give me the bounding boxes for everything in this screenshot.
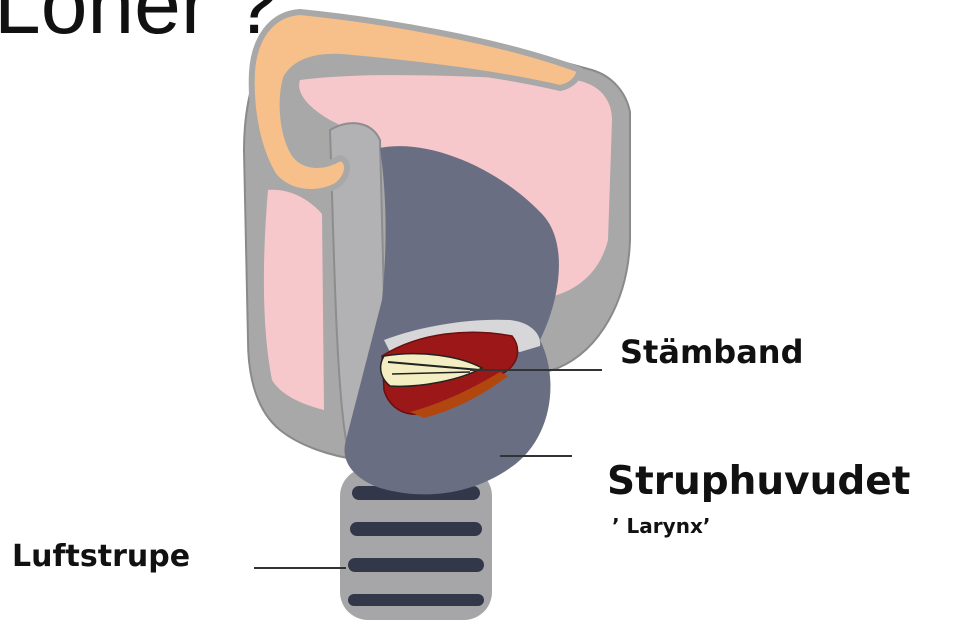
pink-tissue-left <box>264 190 324 410</box>
label-struphuvudet: Struphuvudet <box>607 462 910 501</box>
label-larynx: ’ Larynx’ <box>612 516 710 536</box>
label-stamband: Stämband <box>620 336 803 368</box>
label-luftstrupe: Luftstrupe <box>12 542 190 572</box>
